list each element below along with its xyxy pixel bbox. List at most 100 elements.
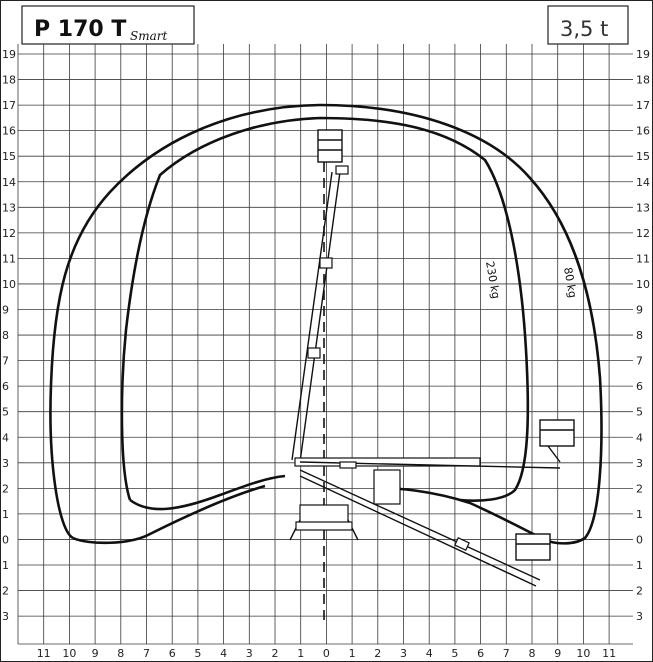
y-tick-right: 16	[636, 125, 650, 138]
y-tick-left: 5	[2, 406, 9, 419]
x-tick: 7	[143, 647, 150, 660]
x-tick: 4	[220, 647, 227, 660]
y-tick-right: 3	[636, 457, 643, 470]
boom-descending	[299, 469, 541, 587]
x-tick: 1	[297, 647, 304, 660]
boom-joint-middle	[307, 347, 321, 359]
y-tick-right: 15	[636, 150, 650, 163]
chassis	[289, 504, 359, 541]
boom-descending-rails	[299, 469, 541, 587]
y-tick-right: 2	[636, 482, 643, 495]
y-tick-right: 3	[636, 610, 643, 623]
basket-right-low	[515, 533, 551, 561]
envelope-80kg-base	[72, 484, 266, 545]
mid-basket	[373, 469, 401, 505]
y-tick-left: 9	[2, 304, 9, 317]
y-tick-left: 6	[2, 380, 9, 393]
model-suffix: Smart	[130, 29, 167, 43]
y-tick-left: 1	[2, 559, 9, 572]
y-tick-left: 2	[2, 585, 9, 598]
y-tick-left: 7	[2, 355, 9, 368]
y-tick-left: 3	[2, 610, 9, 623]
boom-joint-upper	[319, 257, 333, 269]
basket-top-body	[317, 129, 343, 163]
x-tick: 1	[349, 647, 356, 660]
x-tick: 3	[400, 647, 407, 660]
boom-vertical	[291, 165, 349, 463]
boom-horizontal-beam	[294, 457, 481, 467]
x-tick: 4	[426, 647, 433, 660]
x-tick: 9	[92, 647, 99, 660]
y-tick-right: 19	[636, 48, 650, 61]
y-tick-right: 7	[636, 355, 643, 368]
y-tick-left: 19	[2, 48, 16, 61]
x-tick: 0	[323, 647, 330, 660]
basket-right-high-body	[539, 419, 575, 447]
x-tick: 8	[117, 647, 124, 660]
y-tick-right: 2	[636, 585, 643, 598]
model-title-box	[21, 5, 195, 45]
y-tick-right: 0	[636, 533, 643, 546]
y-tick-right: 14	[636, 176, 650, 189]
x-tick: 2	[272, 647, 279, 660]
y-tick-left: 3	[2, 457, 9, 470]
weight-label: 3,5 t	[560, 17, 608, 41]
basket-right-high-arm	[547, 445, 561, 463]
y-tick-right: 13	[636, 201, 650, 214]
y-tick-left: 17	[2, 99, 16, 112]
y-tick-left: 8	[2, 329, 9, 342]
y-tick-left: 15	[2, 150, 16, 163]
y-tick-left: 1	[2, 508, 9, 521]
y-tick-right: 6	[636, 380, 643, 393]
y-tick-left: 10	[2, 278, 16, 291]
y-tick-right: 12	[636, 227, 650, 240]
x-tick: 2	[374, 647, 381, 660]
boom-vertical-rails	[291, 171, 341, 463]
y-tick-left: 11	[2, 252, 16, 265]
basket-right-low-body	[515, 533, 551, 561]
load-label-80: 80 kg	[561, 266, 579, 299]
x-tick: 5	[451, 647, 458, 660]
x-tick: 11	[37, 647, 51, 660]
boom-horizontal-joint	[339, 461, 357, 469]
y-tick-right: 9	[636, 304, 643, 317]
y-tick-left: 2	[2, 482, 9, 495]
envelope-230kg-base	[129, 474, 286, 511]
y-tick-right: 11	[636, 252, 650, 265]
y-tick-right: 10	[636, 278, 650, 291]
y-tick-right: 1	[636, 508, 643, 521]
x-tick: 6	[169, 647, 176, 660]
y-tick-left: 16	[2, 125, 16, 138]
model-title: P 170 T	[34, 17, 126, 42]
x-tick: 5	[194, 647, 201, 660]
y-tick-right: 5	[636, 406, 643, 419]
y-tick-right: 1	[636, 559, 643, 572]
y-tick-left: 14	[2, 176, 16, 189]
y-tick-left: 18	[2, 74, 16, 87]
envelope-230kg	[120, 116, 530, 502]
y-tick-right: 4	[636, 431, 643, 444]
x-tick: 7	[503, 647, 510, 660]
y-tick-left: 0	[2, 533, 9, 546]
weight-box	[547, 5, 629, 45]
x-tick: 8	[529, 647, 536, 660]
y-tick-left: 12	[2, 227, 16, 240]
y-tick-right: 17	[636, 99, 650, 112]
basket-right-high	[539, 419, 575, 463]
x-tick: 10	[576, 647, 590, 660]
y-tick-right: 18	[636, 74, 650, 87]
chassis-track	[295, 521, 353, 531]
y-tick-left: 13	[2, 201, 16, 214]
boom-horizontal	[294, 457, 561, 469]
boom-head	[335, 165, 349, 175]
y-tick-right: 8	[636, 329, 643, 342]
x-tick: 11	[602, 647, 616, 660]
x-tick: 10	[62, 647, 76, 660]
load-label-230: 230 kg	[483, 260, 502, 300]
y-tick-left: 4	[2, 431, 9, 444]
